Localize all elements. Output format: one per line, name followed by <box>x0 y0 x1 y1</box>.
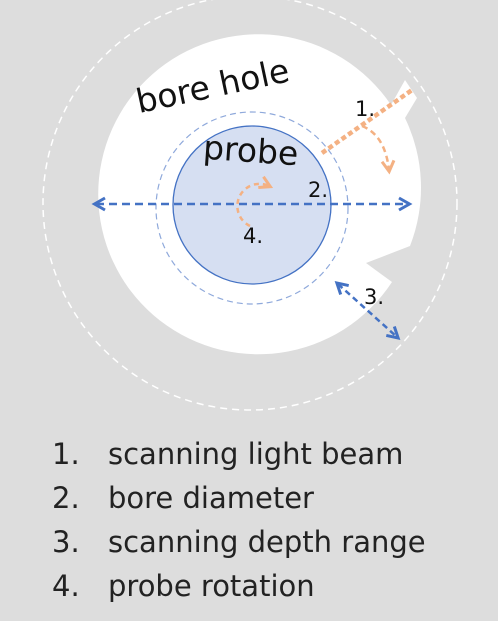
bore-scanner-diagram: bore hole probe 1. 2. 3. 4. <box>42 0 458 411</box>
legend-number: 2. <box>52 481 80 515</box>
light-beam <box>320 88 414 155</box>
beam-sweep-arrow <box>361 124 396 175</box>
outer-range-circle <box>42 0 458 411</box>
legend-text: probe rotation <box>108 569 315 603</box>
legend-item: 2. bore diameter <box>52 476 426 520</box>
marker-1: 1. <box>355 97 375 121</box>
legend-number: 3. <box>52 525 80 559</box>
legend-number: 4. <box>52 569 80 603</box>
legend: 1. scanning light beam 2. bore diameter … <box>52 432 426 608</box>
marker-2: 2. <box>308 178 328 202</box>
legend-text: scanning depth range <box>108 525 426 559</box>
legend-text: scanning light beam <box>108 437 404 471</box>
marker-3: 3. <box>364 285 384 309</box>
legend-number: 1. <box>52 437 80 471</box>
marker-4: 4. <box>243 224 263 248</box>
legend-item: 4. probe rotation <box>52 564 426 608</box>
depth-range-arrow <box>334 280 401 341</box>
legend-item: 1. scanning light beam <box>52 432 426 476</box>
legend-item: 3. scanning depth range <box>52 520 426 564</box>
probe-label: probe <box>202 128 300 174</box>
legend-text: bore diameter <box>108 481 314 515</box>
